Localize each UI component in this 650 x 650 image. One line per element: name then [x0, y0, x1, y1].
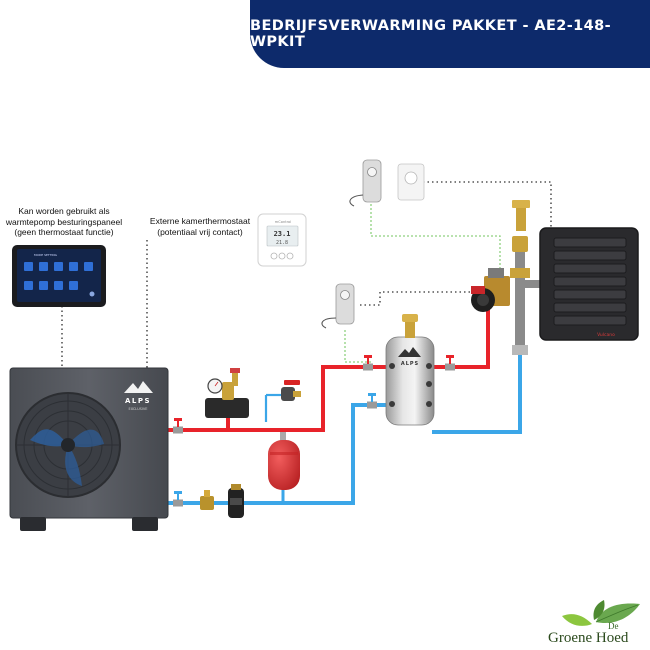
dirt-separator [228, 484, 244, 518]
fill-valve [281, 380, 301, 401]
heat-pump-brand: ALPS [125, 397, 151, 405]
circulation-pump [471, 268, 510, 312]
pump-thermostat-signal-line [360, 291, 490, 306]
control-panel: MODE SETTING [12, 245, 106, 307]
pipe-thermostat [321, 283, 355, 329]
cold-return-pipe [168, 352, 522, 505]
thermostat-reading-1: 23.1 [274, 230, 291, 238]
cold-line-valves [173, 393, 377, 507]
signal-wiring [61, 181, 552, 368]
strainer [200, 490, 214, 510]
valve [173, 491, 183, 507]
brand-logo-name: Groene Hoed [548, 630, 629, 646]
control-panel-note-line-3: (geen thermostaat functie) [14, 227, 114, 238]
valve [445, 355, 455, 371]
sensor-cable [344, 200, 501, 363]
brand-logo-leaves [562, 600, 640, 626]
thermostat-note-line-1: Externe kamerthermostaat [149, 216, 251, 226]
heat-pump-brand-sub: EXCLUSIVE [129, 407, 148, 411]
heater-manifold [510, 200, 543, 355]
expansion-vessel [268, 432, 300, 490]
buffer-tank-brand: ALPS [401, 361, 419, 367]
thermostat-note-line-2: (potentiaal vrij contact) [157, 226, 243, 237]
thermostat-brand: mControl [275, 220, 292, 224]
page-title: BEDRIJFSVERWARMING PAKKET - AE2-148-WPKI… [250, 18, 612, 50]
heater-pipe-thermostat [349, 159, 382, 207]
control-panel-note: Kan worden gebruikt als warmtepomp bestu… [4, 206, 124, 238]
room-thermostat: mControl 23.1 21.8 [257, 213, 307, 267]
heat-pump-unit: ALPS EXCLUSIVE [9, 367, 169, 531]
buffer-tank: ALPS [385, 314, 435, 426]
valve [363, 355, 373, 371]
thermostat-note: Externe kamerthermostaat (potentiaal vri… [140, 216, 260, 237]
control-panel-note-line-2: warmtepomp besturingspaneel [5, 216, 123, 227]
brand-logo-top: De [608, 621, 619, 631]
valve [367, 393, 377, 409]
unit-heater-brand: Vulcano [597, 332, 615, 338]
buffer-tank-logo-mountain [398, 347, 421, 357]
control-panel-note-line-1: Kan worden gebruikt als [18, 206, 110, 216]
unit-heater: Vulcano [539, 227, 639, 341]
thermostat-reading-2: 21.8 [276, 240, 288, 246]
hot-line-valves [173, 355, 455, 434]
safety-group [205, 368, 249, 418]
panel-screen-title: MODE SETTING [34, 253, 58, 257]
valve [173, 418, 183, 434]
heater-room-sensor [397, 163, 425, 201]
heater-signal-line [405, 181, 552, 228]
heat-pump-logo-mountain [124, 381, 153, 393]
header-banner: BEDRIJFSVERWARMING PAKKET - AE2-148-WPKI… [250, 0, 650, 68]
